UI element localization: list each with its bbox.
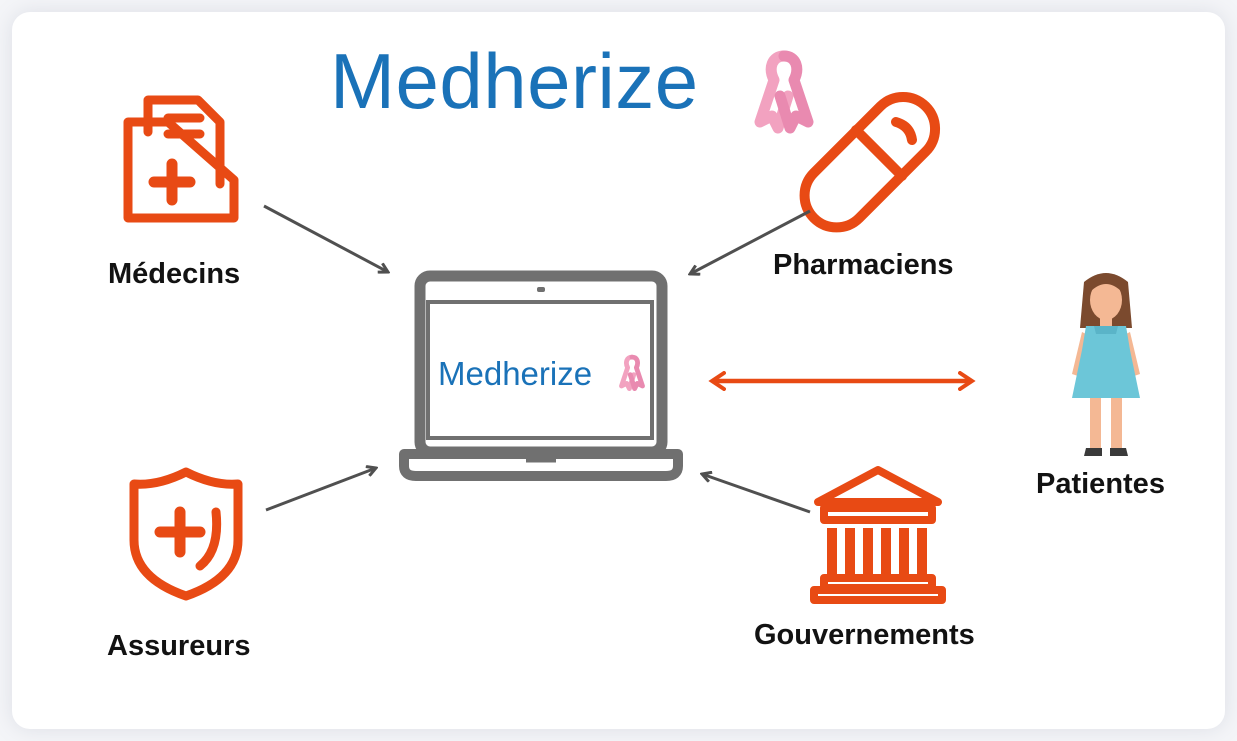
label-pharmaciens: Pharmaciens xyxy=(773,249,954,281)
medical-file-icon xyxy=(123,95,239,223)
pink-ribbon-small-icon xyxy=(619,354,645,392)
pill-capsule-icon xyxy=(799,91,941,233)
brand-title: Medherize xyxy=(330,42,699,120)
label-assureurs: Assureurs xyxy=(107,630,251,662)
pink-ribbon-icon xyxy=(754,50,814,134)
label-gouvernements: Gouvernements xyxy=(754,619,975,651)
screen-brand-text: Medherize xyxy=(438,355,593,392)
label-medecins: Médecins xyxy=(108,258,241,290)
label-patientes: Patientes xyxy=(1036,468,1165,500)
diagram-canvas xyxy=(12,12,1225,729)
shield-plus-icon xyxy=(129,467,243,601)
brand-title-text: Medherize xyxy=(330,37,699,125)
laptop-icon xyxy=(399,270,683,481)
screen-brand: Medherize xyxy=(438,357,592,390)
government-building-icon xyxy=(810,466,946,604)
woman-patient-icon xyxy=(1072,273,1140,456)
